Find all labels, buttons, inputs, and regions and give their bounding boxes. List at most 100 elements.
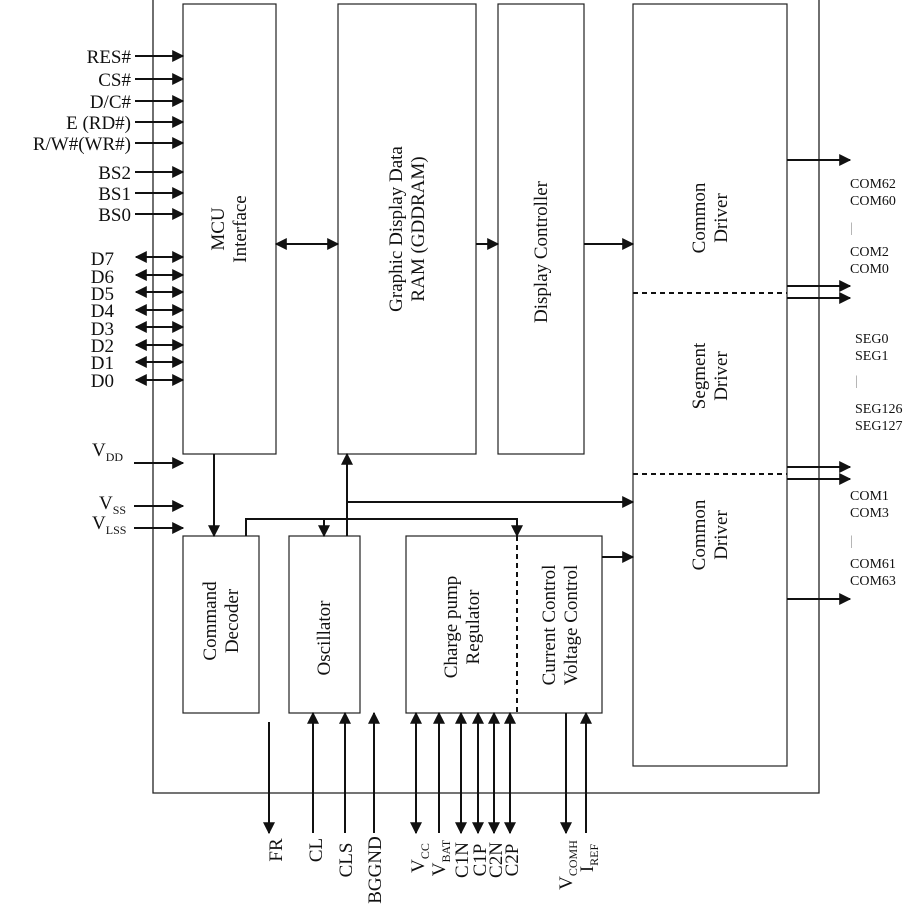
svg-text:C2N: C2N <box>486 842 507 878</box>
svg-text:|: | <box>850 221 853 236</box>
svg-text:Display Controller: Display Controller <box>531 180 552 323</box>
svg-text:MCU: MCU <box>208 207 229 251</box>
svg-text:Driver: Driver <box>711 351 732 401</box>
common-driver-bottom-label: Common Driver <box>689 499 732 570</box>
svg-text:CLS: CLS <box>336 843 357 878</box>
pin-cls: CLS <box>336 843 357 878</box>
svg-text:RAM (GDDRAM): RAM (GDDRAM) <box>408 156 429 301</box>
segment-driver-label: Segment Driver <box>689 342 732 409</box>
pin-vcc: VCC <box>408 843 432 873</box>
pin-c1p: C1P <box>470 844 491 877</box>
svg-text:COM1: COM1 <box>850 489 889 504</box>
svg-text:Driver: Driver <box>711 510 732 560</box>
pin-d0: D0 <box>91 371 114 392</box>
svg-text:COM0: COM0 <box>850 262 889 277</box>
svg-text:BGGND: BGGND <box>365 836 386 904</box>
svg-text:Oscillator: Oscillator <box>314 600 335 676</box>
pin-vcomh: VCOMH <box>556 840 580 890</box>
com-bottom-labels: COM1 COM3 | COM61 COM63 <box>850 489 896 589</box>
cmd-bus-charge-arrow <box>245 518 523 538</box>
pin-bs0: BS0 <box>98 205 131 226</box>
svg-text:Segment: Segment <box>689 342 710 409</box>
current-voltage-label: Current Control Voltage Control <box>539 565 582 686</box>
command-decoder-label: Command Decoder <box>200 581 243 661</box>
svg-text:Command: Command <box>200 581 221 661</box>
svg-text:COM62: COM62 <box>850 177 896 192</box>
svg-text:VCC: VCC <box>408 843 432 873</box>
svg-text:SEG126: SEG126 <box>855 402 902 417</box>
svg-text:COM3: COM3 <box>850 506 889 521</box>
com-top-labels: COM62 COM60 | COM2 COM0 <box>850 177 896 277</box>
svg-text:Current Control: Current Control <box>539 565 560 686</box>
pin-d4: D4 <box>91 301 115 322</box>
pin-d6: D6 <box>91 267 114 288</box>
driver-block <box>632 3 788 767</box>
pin-vdd: VDD <box>92 440 123 464</box>
svg-text:Charge pump: Charge pump <box>441 576 462 679</box>
mcu-interface-label: MCU Interface <box>208 195 251 263</box>
display-controller-block <box>497 3 585 455</box>
charge-pump-label: Charge pump Regulator <box>441 576 484 679</box>
svg-text:COM60: COM60 <box>850 194 896 209</box>
svg-text:VBAT: VBAT <box>429 839 453 876</box>
svg-text:C2P: C2P <box>502 844 523 877</box>
gddram-block <box>337 3 477 455</box>
svg-text:C1N: C1N <box>452 842 473 878</box>
pin-bggnd: BGGND <box>365 836 386 904</box>
svg-text:CL: CL <box>306 838 327 862</box>
svg-text:Voltage Control: Voltage Control <box>561 565 582 686</box>
svg-text:IREF: IREF <box>577 844 601 873</box>
svg-text:|: | <box>850 534 853 549</box>
pin-vbat: VBAT <box>429 839 453 876</box>
pin-d3: D3 <box>91 319 114 340</box>
chip-outline <box>152 0 820 794</box>
pin-d7: D7 <box>91 249 114 270</box>
svg-text:C1P: C1P <box>470 844 491 877</box>
svg-text:SEG0: SEG0 <box>855 332 888 347</box>
pin-cs: CS# <box>98 70 131 91</box>
svg-text:FR: FR <box>266 838 287 862</box>
pin-c2n: C2N <box>486 842 507 878</box>
svg-text:Graphic Display Data: Graphic Display Data <box>386 146 407 312</box>
gddram-label: Graphic Display Data RAM (GDDRAM) <box>386 146 429 312</box>
pin-iref: IREF <box>577 844 601 873</box>
pin-res: RES# <box>87 47 132 68</box>
pin-c2p: C2P <box>502 844 523 877</box>
svg-text:Driver: Driver <box>711 193 732 243</box>
pin-d2: D2 <box>91 336 114 357</box>
pin-vlss: VLSS <box>92 513 126 537</box>
command-decoder-block <box>182 535 260 714</box>
oscillator-label: Oscillator <box>314 600 335 676</box>
pin-c1n: C1N <box>452 842 473 878</box>
signal-wires <box>134 50 852 835</box>
svg-text:Regulator: Regulator <box>463 589 484 665</box>
svg-text:Common: Common <box>689 182 710 253</box>
pin-vss: VSS <box>99 493 126 517</box>
svg-text:SEG127: SEG127 <box>855 419 902 434</box>
mcu-interface-block <box>182 3 277 455</box>
svg-text:SEG1: SEG1 <box>855 349 888 364</box>
pin-e-rd: E (RD#) <box>66 113 131 134</box>
svg-text:COM63: COM63 <box>850 574 896 589</box>
seg-labels: SEG0 SEG1 | SEG126 SEG127 <box>855 332 902 434</box>
svg-text:|: | <box>855 374 858 389</box>
pin-cl: CL <box>306 838 327 862</box>
pin-fr: FR <box>266 838 287 862</box>
svg-text:COM2: COM2 <box>850 245 889 260</box>
oscillator-block <box>288 535 361 714</box>
charge-pump-block <box>405 535 603 714</box>
display-controller-label: Display Controller <box>531 180 552 323</box>
common-driver-top-label: Common Driver <box>689 182 732 253</box>
svg-text:Interface: Interface <box>230 195 251 263</box>
pin-dc: D/C# <box>90 92 132 113</box>
pin-rw-wr: R/W#(WR#) <box>33 134 131 155</box>
svg-text:COM61: COM61 <box>850 557 896 572</box>
pin-d1: D1 <box>91 353 114 374</box>
pin-bs1: BS1 <box>98 184 131 205</box>
svg-text:Common: Common <box>689 499 710 570</box>
svg-text:Decoder: Decoder <box>222 588 243 653</box>
pin-bs2: BS2 <box>98 163 131 184</box>
pin-d5: D5 <box>91 284 114 305</box>
svg-text:VCOMH: VCOMH <box>556 840 580 890</box>
